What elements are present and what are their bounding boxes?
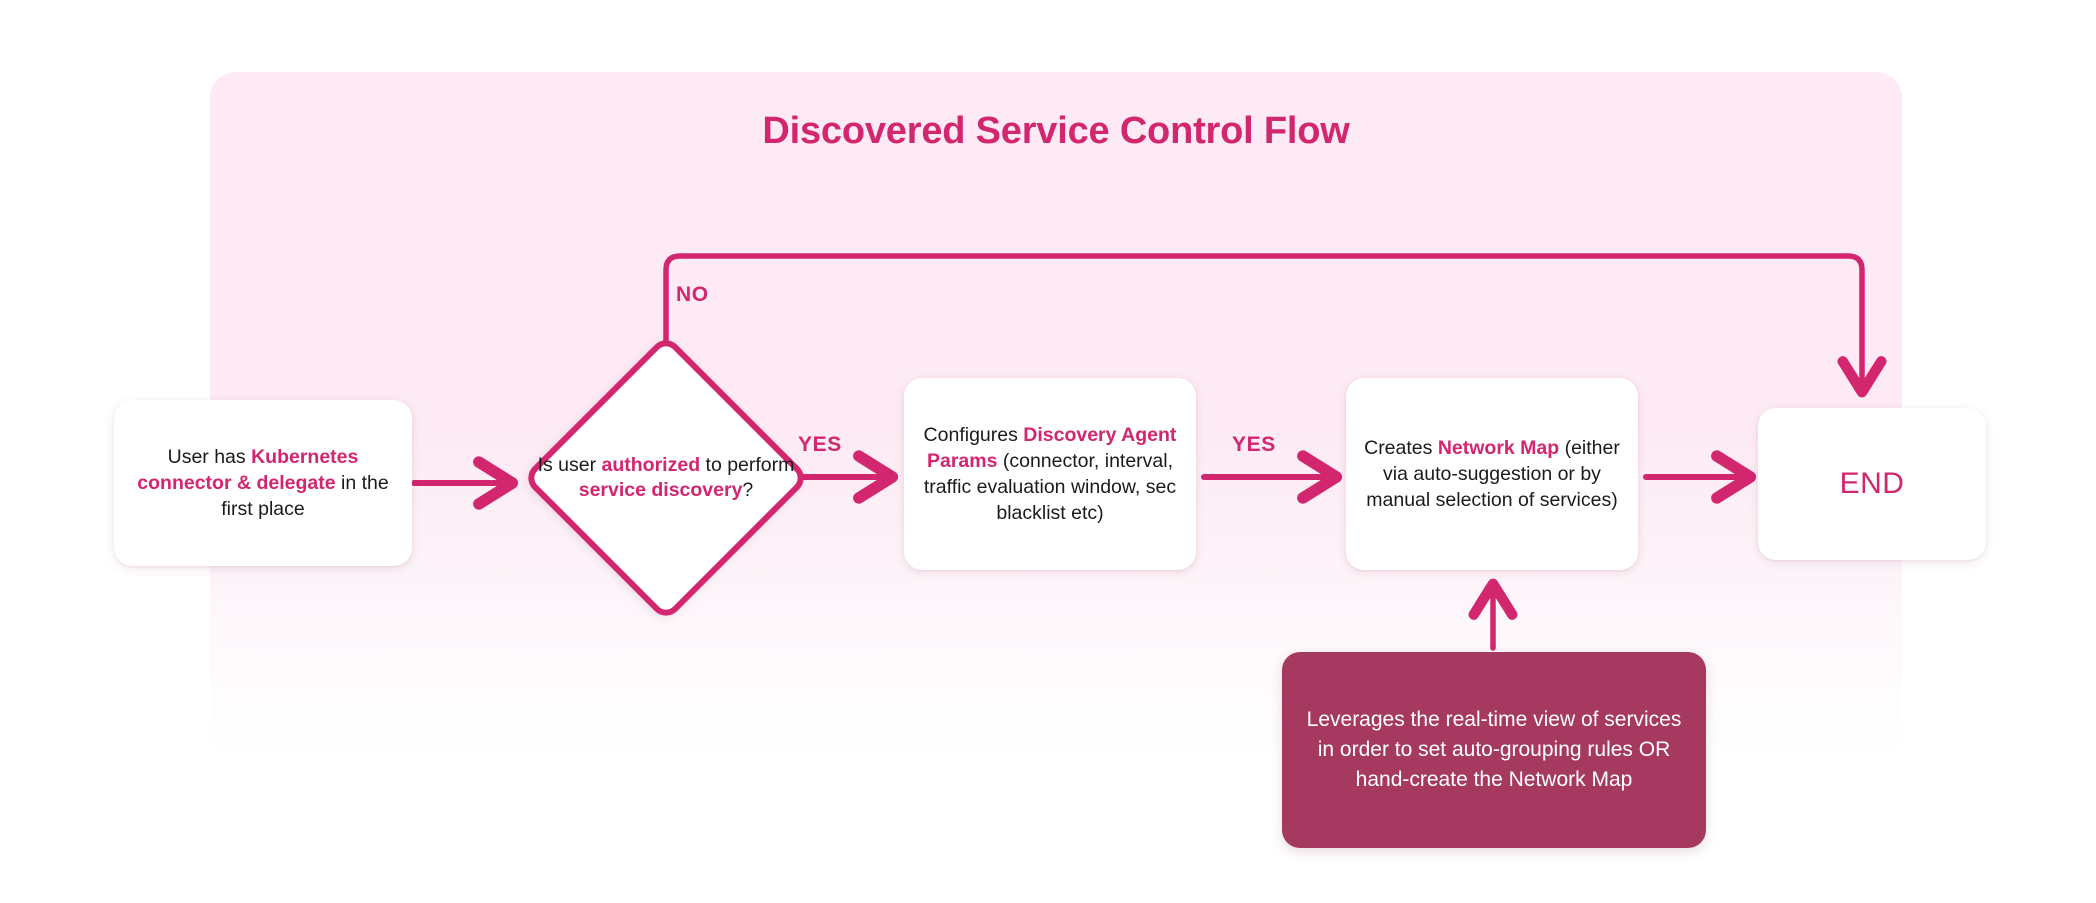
edge-label-no: NO bbox=[676, 283, 709, 306]
node-config-text-part-2: Discovery Agent Params bbox=[926, 424, 1177, 472]
node-config-discovery-agent-params[interactable]: Configures Discovery Agent Params (conne… bbox=[904, 378, 1196, 570]
node-start-text-part-3: in the first place bbox=[221, 472, 389, 520]
edge-label-yes-to-config: YES bbox=[798, 433, 842, 456]
node-start[interactable]: User has Kubernetes connector & delegate… bbox=[114, 400, 412, 566]
node-end-label: END bbox=[1839, 467, 1905, 500]
note-leverages-real-time-view[interactable]: Leverages the real-time view of services… bbox=[1282, 652, 1706, 848]
diagram-title: Discovered Service Control Flow bbox=[762, 110, 1350, 152]
node-netmap-text-part-1: Creates bbox=[1364, 437, 1438, 459]
node-config-text: Configures Discovery Agent Params (conne… bbox=[918, 422, 1182, 526]
node-netmap-text: Creates Network Map (either via auto-sug… bbox=[1360, 435, 1624, 513]
node-end[interactable]: END bbox=[1758, 408, 1986, 560]
node-config-text-part-3: (connector, interval, traffic evaluation… bbox=[923, 450, 1177, 524]
node-netmap-text-part-2: Network Map bbox=[1437, 437, 1560, 459]
node-start-text-part-2: Kubernetes connector & delegate bbox=[137, 446, 359, 494]
node-netmap-text-part-3: (either via auto-suggestion or by manual… bbox=[1366, 437, 1620, 511]
node-creates-network-map[interactable]: Creates Network Map (either via auto-sug… bbox=[1346, 378, 1638, 570]
node-start-text: User has Kubernetes connector & delegate… bbox=[128, 444, 398, 522]
node-start-text-part-1: User has bbox=[167, 446, 252, 468]
edge-label-yes-to-netmap: YES bbox=[1232, 433, 1276, 456]
diamond-shape bbox=[521, 333, 811, 623]
node-config-text-part-1: Configures bbox=[923, 424, 1024, 446]
note-text: Leverages the real-time view of services… bbox=[1306, 708, 1682, 791]
node-decision[interactable]: Is user authorized to perform service di… bbox=[521, 333, 811, 623]
